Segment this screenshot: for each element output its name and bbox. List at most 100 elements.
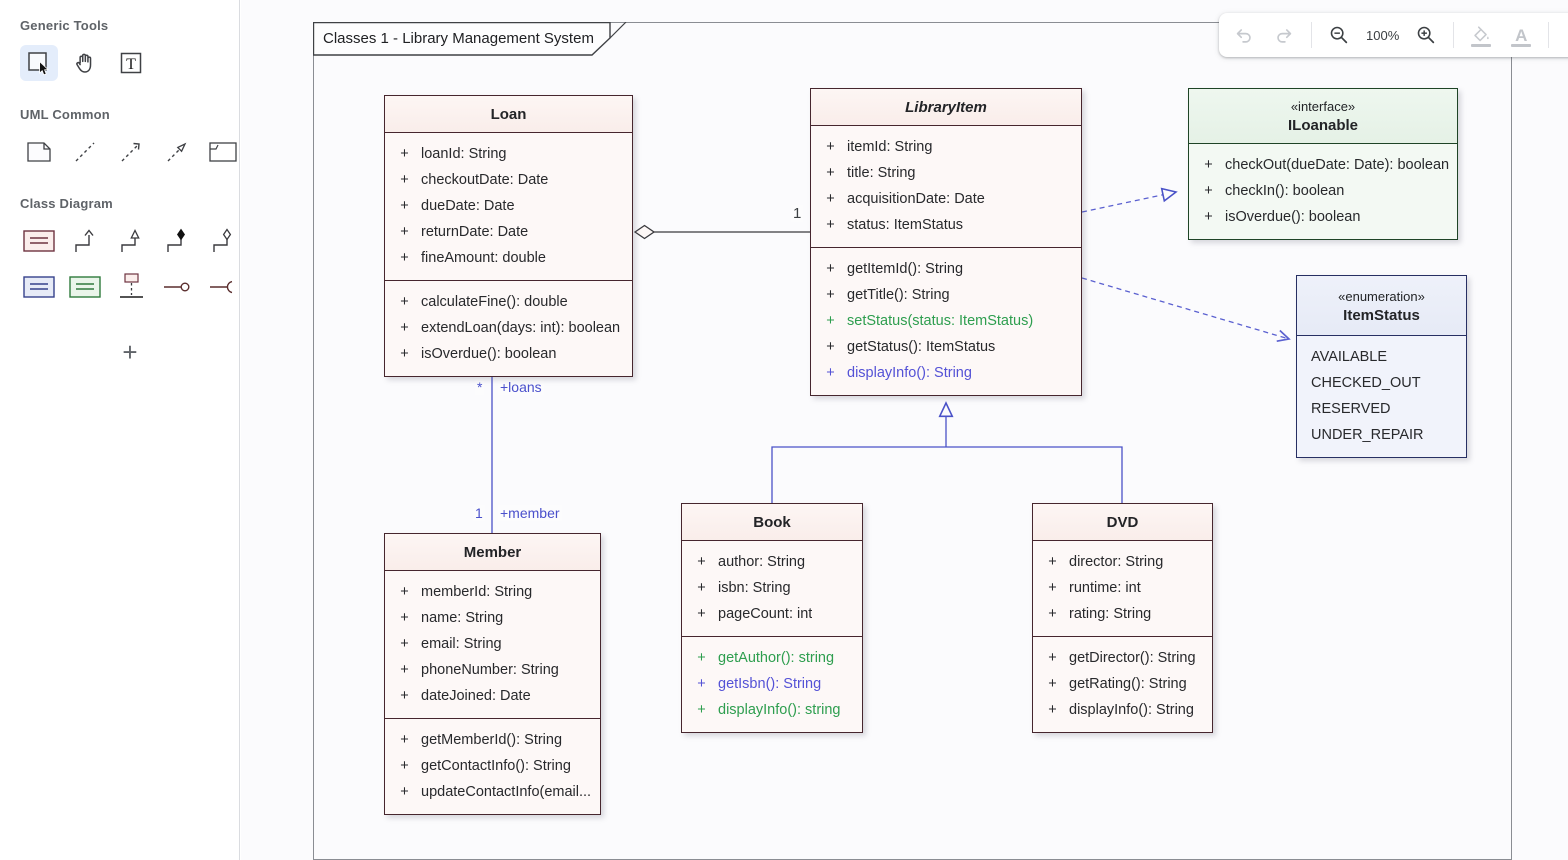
class-header[interactable]: Loan (385, 96, 632, 132)
member-row[interactable]: +memberId: String (385, 579, 596, 605)
text-color-button[interactable]: A (1508, 22, 1534, 48)
member-row[interactable]: +displayInfo(): String (1033, 697, 1208, 723)
member-row[interactable]: +isOverdue(): boolean (385, 341, 628, 367)
member-row[interactable]: +status: ItemStatus (811, 212, 1077, 238)
member-row[interactable]: +phoneNumber: String (385, 657, 596, 683)
undo-button[interactable] (1231, 22, 1257, 48)
enumeration-tool[interactable] (20, 269, 58, 305)
member-row[interactable]: +checkoutDate: Date (385, 167, 628, 193)
zoom-level[interactable]: 100% (1366, 27, 1400, 43)
member-row[interactable]: +dueDate: Date (385, 193, 628, 219)
member-row[interactable]: +getItemId(): String (811, 256, 1077, 282)
member-row[interactable]: UNDER_REPAIR (1297, 422, 1462, 448)
class-header[interactable]: Book (682, 504, 862, 540)
class-tool[interactable] (20, 223, 58, 259)
zoom-in-button[interactable] (1413, 22, 1439, 48)
realization-tool[interactable] (158, 134, 196, 170)
member-text: getStatus(): ItemStatus (847, 339, 996, 355)
frame-tool[interactable] (204, 134, 242, 170)
zoom-out-icon (1330, 26, 1348, 44)
member-row[interactable]: +pageCount: int (682, 601, 858, 627)
member-row[interactable]: +updateContactInfo(email... (385, 779, 596, 805)
realization-line[interactable] (1081, 192, 1176, 213)
member-row[interactable]: +rating: String (1033, 601, 1208, 627)
generalization-tree[interactable] (771, 446, 1123, 503)
aggregation-diamond[interactable] (633, 224, 656, 240)
class-library-item[interactable]: LibraryItem +itemId: String+title: Strin… (810, 88, 1082, 396)
member-text: memberId: String (421, 584, 533, 600)
member-row[interactable]: +extendLoan(days: int): boolean (385, 315, 628, 341)
text-tool[interactable]: T (112, 45, 150, 81)
member-row[interactable]: +isOverdue(): boolean (1189, 204, 1453, 230)
member-row[interactable]: +dateJoined: Date (385, 683, 596, 709)
interface-iloanable[interactable]: «interface» ILoanable +checkOut(dueDate:… (1188, 88, 1458, 240)
association-tool[interactable] (66, 223, 104, 259)
dashed-line-tool[interactable] (66, 134, 104, 170)
member-row[interactable]: +runtime: int (1033, 575, 1208, 601)
visibility-marker: + (697, 702, 706, 718)
member-row[interactable]: +displayInfo(): String (811, 360, 1077, 386)
member-multiplicity[interactable]: 1 (473, 505, 485, 521)
member-row[interactable]: +calculateFine(): double (385, 289, 628, 315)
member-row[interactable]: +checkOut(dueDate: Date): boolean (1189, 152, 1453, 178)
member-role[interactable]: +member (498, 505, 562, 521)
member-row[interactable]: +acquisitionDate: Date (811, 186, 1077, 212)
interface-tool[interactable] (66, 269, 104, 305)
diagram-canvas[interactable]: Classes 1 - Library Management System (241, 0, 1568, 860)
hand-tool[interactable] (66, 45, 104, 81)
more-options-button[interactable] (1563, 22, 1568, 48)
class-book[interactable]: Book +author: String+isbn: String+pageCo… (681, 503, 863, 733)
loans-multiplicity[interactable]: * (475, 379, 485, 395)
member-row[interactable]: +displayInfo(): string (682, 697, 858, 723)
member-row[interactable]: CHECKED_OUT (1297, 370, 1462, 396)
class-member[interactable]: Member +memberId: String+name: String+em… (384, 533, 601, 815)
member-row[interactable]: +getIsbn(): String (682, 671, 858, 697)
class-header[interactable]: LibraryItem (811, 89, 1081, 125)
member-row[interactable]: RESERVED (1297, 396, 1462, 422)
dependency-tool[interactable] (112, 134, 150, 170)
member-row[interactable]: +director: String (1033, 549, 1208, 575)
class-loan[interactable]: Loan +loanId: String+checkoutDate: Date+… (384, 95, 633, 377)
enum-header[interactable]: «enumeration» ItemStatus (1297, 276, 1466, 335)
member-row[interactable]: +getRating(): String (1033, 671, 1208, 697)
fill-color-button[interactable] (1468, 22, 1494, 48)
aggregation-multiplicity[interactable]: 1 (791, 205, 804, 222)
class-header[interactable]: Member (385, 534, 600, 570)
add-section-button[interactable]: + (110, 339, 150, 365)
member-row[interactable]: +name: String (385, 605, 596, 631)
member-row[interactable]: +isbn: String (682, 575, 858, 601)
composition-tool[interactable] (158, 223, 196, 259)
member-row[interactable]: +itemId: String (811, 134, 1077, 160)
class-header[interactable]: DVD (1033, 504, 1212, 540)
aggregation-tool[interactable] (204, 223, 242, 259)
generalization-tool[interactable] (112, 223, 150, 259)
interface-header[interactable]: «interface» ILoanable (1189, 89, 1457, 143)
member-row[interactable]: +author: String (682, 549, 858, 575)
provided-interface-tool[interactable] (158, 269, 196, 305)
member-row[interactable]: AVAILABLE (1297, 344, 1462, 370)
member-row[interactable]: +returnDate: Date (385, 219, 628, 245)
zoom-out-button[interactable] (1326, 22, 1352, 48)
class-dvd[interactable]: DVD +director: String+runtime: int+ratin… (1032, 503, 1213, 733)
select-tool[interactable] (20, 45, 58, 81)
loans-role[interactable]: +loans (498, 379, 544, 395)
member-row[interactable]: +getTitle(): String (811, 282, 1077, 308)
member-row[interactable]: +getMemberId(): String (385, 727, 596, 753)
diagram-frame-tab[interactable]: Classes 1 - Library Management System (313, 22, 629, 56)
member-row[interactable]: +getStatus(): ItemStatus (811, 334, 1077, 360)
section-title: Generic Tools (20, 18, 109, 33)
redo-button[interactable] (1271, 22, 1297, 48)
member-row[interactable]: +checkIn(): boolean (1189, 178, 1453, 204)
member-row[interactable]: +getContactInfo(): String (385, 753, 596, 779)
member-row[interactable]: +title: String (811, 160, 1077, 186)
required-interface-tool[interactable] (204, 269, 242, 305)
member-row[interactable]: +getAuthor(): string (682, 645, 858, 671)
member-row[interactable]: +loanId: String (385, 141, 628, 167)
member-row[interactable]: +fineAmount: double (385, 245, 628, 271)
member-row[interactable]: +getDirector(): String (1033, 645, 1208, 671)
member-row[interactable]: +email: String (385, 631, 596, 657)
note-tool[interactable] (20, 134, 58, 170)
object-lifeline-tool[interactable] (112, 269, 150, 305)
member-row[interactable]: +setStatus(status: ItemStatus) (811, 308, 1077, 334)
